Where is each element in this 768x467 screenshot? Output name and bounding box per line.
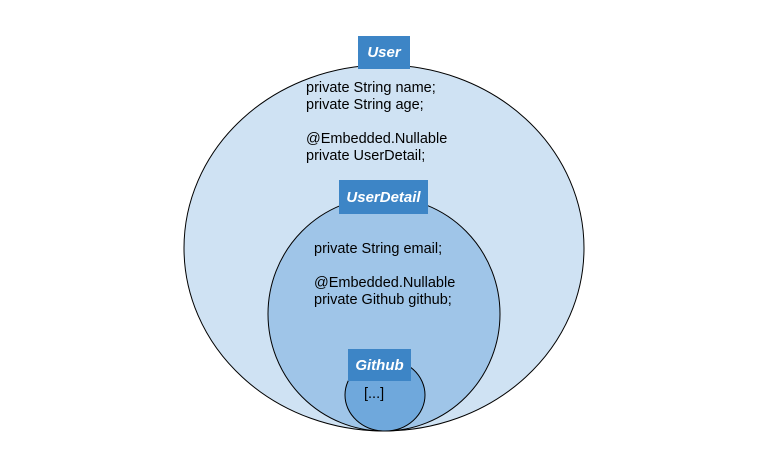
user-detail-label: UserDetail xyxy=(339,180,428,214)
user-field-annotation: @Embedded.Nullable xyxy=(306,131,448,147)
user-detail-field-annotation: @Embedded.Nullable xyxy=(314,275,456,291)
user-detail-field-github: private Github github; xyxy=(314,292,452,308)
github-content: [...] xyxy=(364,386,385,402)
user-field-detail: private UserDetail; xyxy=(306,148,426,164)
github-label: Github xyxy=(348,349,411,381)
user-detail-field-email: private String email; xyxy=(314,241,443,257)
spacer xyxy=(314,258,455,275)
user-fields: private String name; private String age;… xyxy=(306,80,447,165)
user-label: User xyxy=(358,36,410,69)
spacer xyxy=(306,114,447,131)
user-detail-fields: private String email; @Embedded.Nullable… xyxy=(314,241,455,309)
user-field-age: private String age; xyxy=(306,97,424,113)
user-field-name: private String name; xyxy=(306,80,436,96)
